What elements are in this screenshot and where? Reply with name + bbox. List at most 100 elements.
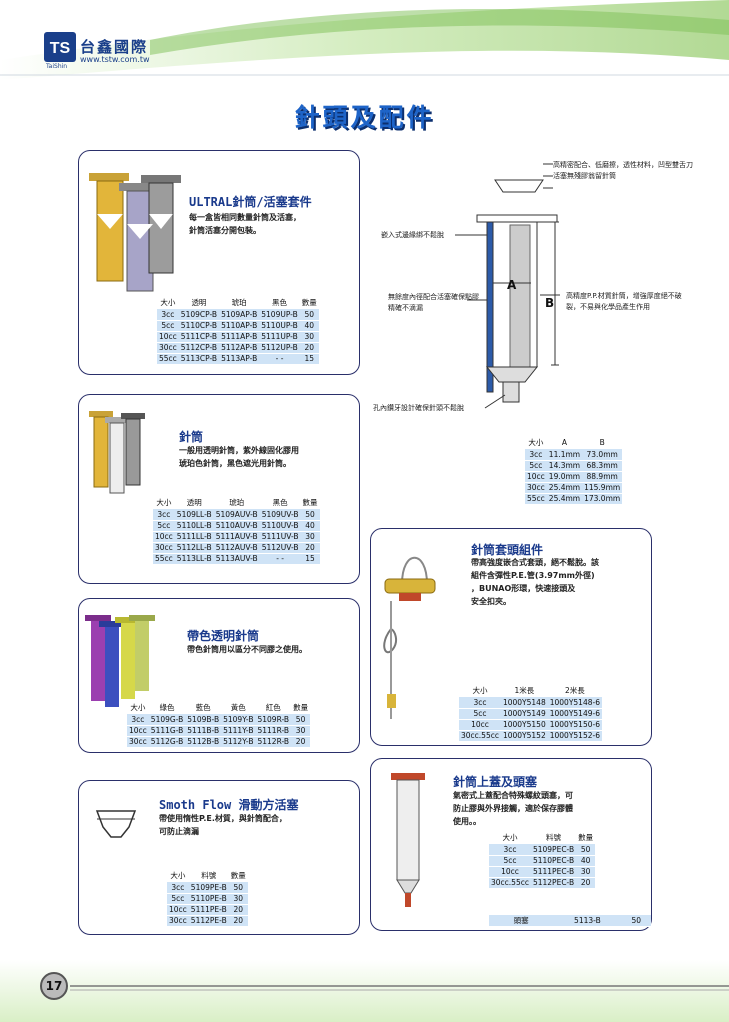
piston-desc-2: 可防止滴漏 <box>159 827 199 836</box>
col-header: 紅色 <box>265 703 281 712</box>
cell: 5110UP-B <box>259 320 300 332</box>
note-clean: 無餘度內徑配合活塞確保點膠精確不滴漏 <box>388 293 479 312</box>
connector-panel: 針筒套頭組件 帶高強度嵌合式套頭，絕不鬆脫。該 組件含彈性P.E.管(3.97m… <box>370 528 652 746</box>
caps-desc-3: 使用。。 <box>453 817 481 826</box>
table-header-row: 大小料號數量 <box>489 831 595 844</box>
cell: 5111AUV-B <box>213 531 260 543</box>
cell: 30cc <box>525 482 547 494</box>
cell: 68.3mm <box>582 460 623 472</box>
connector-desc-2: 組件含彈性P.E.管(3.97mm外徑) <box>471 571 595 580</box>
col-header: 黑色 <box>272 298 288 307</box>
caps-desc-1: 氣密式上蓋配合特殊螺紋頭塞，可 <box>453 791 573 800</box>
footer-graphic <box>0 960 729 1022</box>
ultral-syringes-image <box>89 173 181 292</box>
cell: 25.4mm <box>546 493 583 505</box>
cell: 11.1mm <box>546 449 583 461</box>
cell: 1000Y5149 <box>500 708 548 720</box>
cell: 5113LL-B <box>174 553 214 565</box>
ultral-title: ULTRAL針筒/活塞套件 <box>189 195 312 209</box>
note-insert: 嵌入式邊緣綁不鬆脫 <box>381 231 444 239</box>
cell: 10cc <box>167 904 189 916</box>
logo-mark: TS <box>50 40 71 57</box>
header-wave-graphic <box>0 0 729 80</box>
website-url[interactable]: www.tstw.com.tw <box>80 55 150 64</box>
table-header-row: 大小透明琥珀黑色數量 <box>153 496 320 509</box>
cell: 5cc <box>489 855 531 867</box>
cell: 1000Y5149-6 <box>547 708 602 720</box>
col-header: 數量 <box>230 871 246 880</box>
cell: 10cc <box>157 331 179 343</box>
col-header: 琥珀 <box>231 298 247 307</box>
cell: 30 <box>228 893 248 905</box>
colored-desc-1: 帶色針筒用以區分不同膠之使用。 <box>187 645 307 654</box>
col-header: 透明 <box>191 298 207 307</box>
col-header: 藍色 <box>195 703 211 712</box>
col-header: A <box>561 438 568 447</box>
cell: 5111UP-B <box>259 331 300 343</box>
cell: 5112CP-B <box>178 342 220 354</box>
cell: 5111LL-B <box>174 531 214 543</box>
cell: 5cc <box>153 520 175 532</box>
cap-syringe-image <box>391 773 425 907</box>
cell: 5109LL-B <box>174 509 214 521</box>
syringe-image <box>89 411 145 494</box>
cell: 73.0mm <box>582 449 623 461</box>
col-header: 料號 <box>546 833 562 842</box>
cell: 5109Y-B <box>221 714 256 726</box>
cell: 50 <box>621 915 651 927</box>
cell: 20 <box>291 736 311 748</box>
cell: 5111CP-B <box>178 331 220 343</box>
cell: 173.0mm <box>582 493 623 505</box>
cell: 5109AUV-B <box>213 509 260 521</box>
cell: 5112G-B <box>148 736 186 748</box>
col-header: 大小 <box>170 871 186 880</box>
cell: 5111AP-B <box>219 331 260 343</box>
col-header: 大小 <box>156 498 172 507</box>
col-header: 料號 <box>201 871 217 880</box>
col-header: 綠色 <box>159 703 175 712</box>
connector-title: 針筒套頭組件 <box>471 543 544 557</box>
cell: 15 <box>300 553 320 565</box>
cell: 5cc <box>525 460 547 472</box>
cell: 30cc <box>157 342 179 354</box>
col-header: 大小 <box>528 438 544 447</box>
cell: 55cc <box>157 353 179 365</box>
cell: 5cc <box>459 708 501 720</box>
dimension-a-label: A <box>507 278 517 292</box>
cell: 30cc.55cc <box>489 877 531 889</box>
cell: 1000Y5150 <box>500 719 548 731</box>
cell: 3cc <box>153 509 175 521</box>
syringe-diagram <box>455 163 560 409</box>
cell: 10cc <box>153 531 175 543</box>
cell: 30cc <box>153 542 175 554</box>
cell: 5111PE-B <box>188 904 229 916</box>
cell: 1000Y5148-6 <box>547 697 602 709</box>
logo-subtitle: TaiShin <box>46 63 68 70</box>
cell: 5110AP-B <box>219 320 260 332</box>
cell: 50 <box>228 882 248 894</box>
caps-plugs-panel: 針筒上蓋及頭塞 氣密式上蓋配合特殊螺紋頭塞，可 防止膠與外界接觸，適於保存膠體 … <box>370 758 652 931</box>
